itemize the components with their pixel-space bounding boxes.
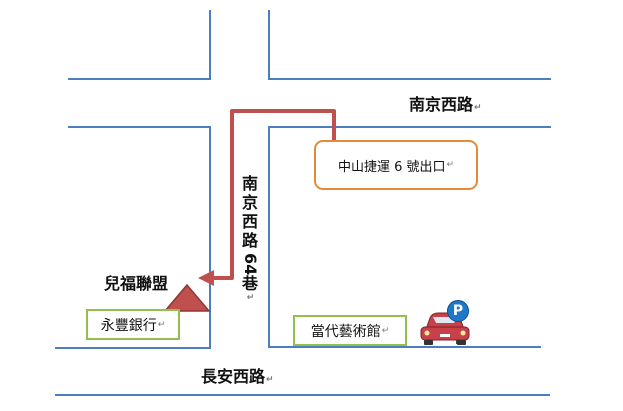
bank-label: 永豐銀行↵ (86, 309, 180, 340)
mrt-exit-label: 中山捷運 6 號出口↵ (314, 140, 478, 190)
road-edge (68, 10, 211, 80)
museum-label: 當代藝術館↵ (293, 315, 407, 346)
route-path (210, 109, 336, 280)
road-edge (268, 126, 551, 348)
route-arrowhead (198, 270, 214, 286)
road-label-changan-w: 長安西路↵ (201, 367, 274, 386)
road-label-nanjing-w-lane-64: 南 京 西 路 64 巷 ↵ (241, 174, 260, 303)
destination-label: 兒福聯盟 (104, 274, 169, 293)
road-label-nanjing-w: 南京西路↵ (409, 95, 482, 114)
parking-icon: P (447, 300, 469, 322)
destination-marker-icon (163, 283, 211, 312)
road-edge (55, 126, 211, 349)
road-edge (268, 10, 551, 80)
